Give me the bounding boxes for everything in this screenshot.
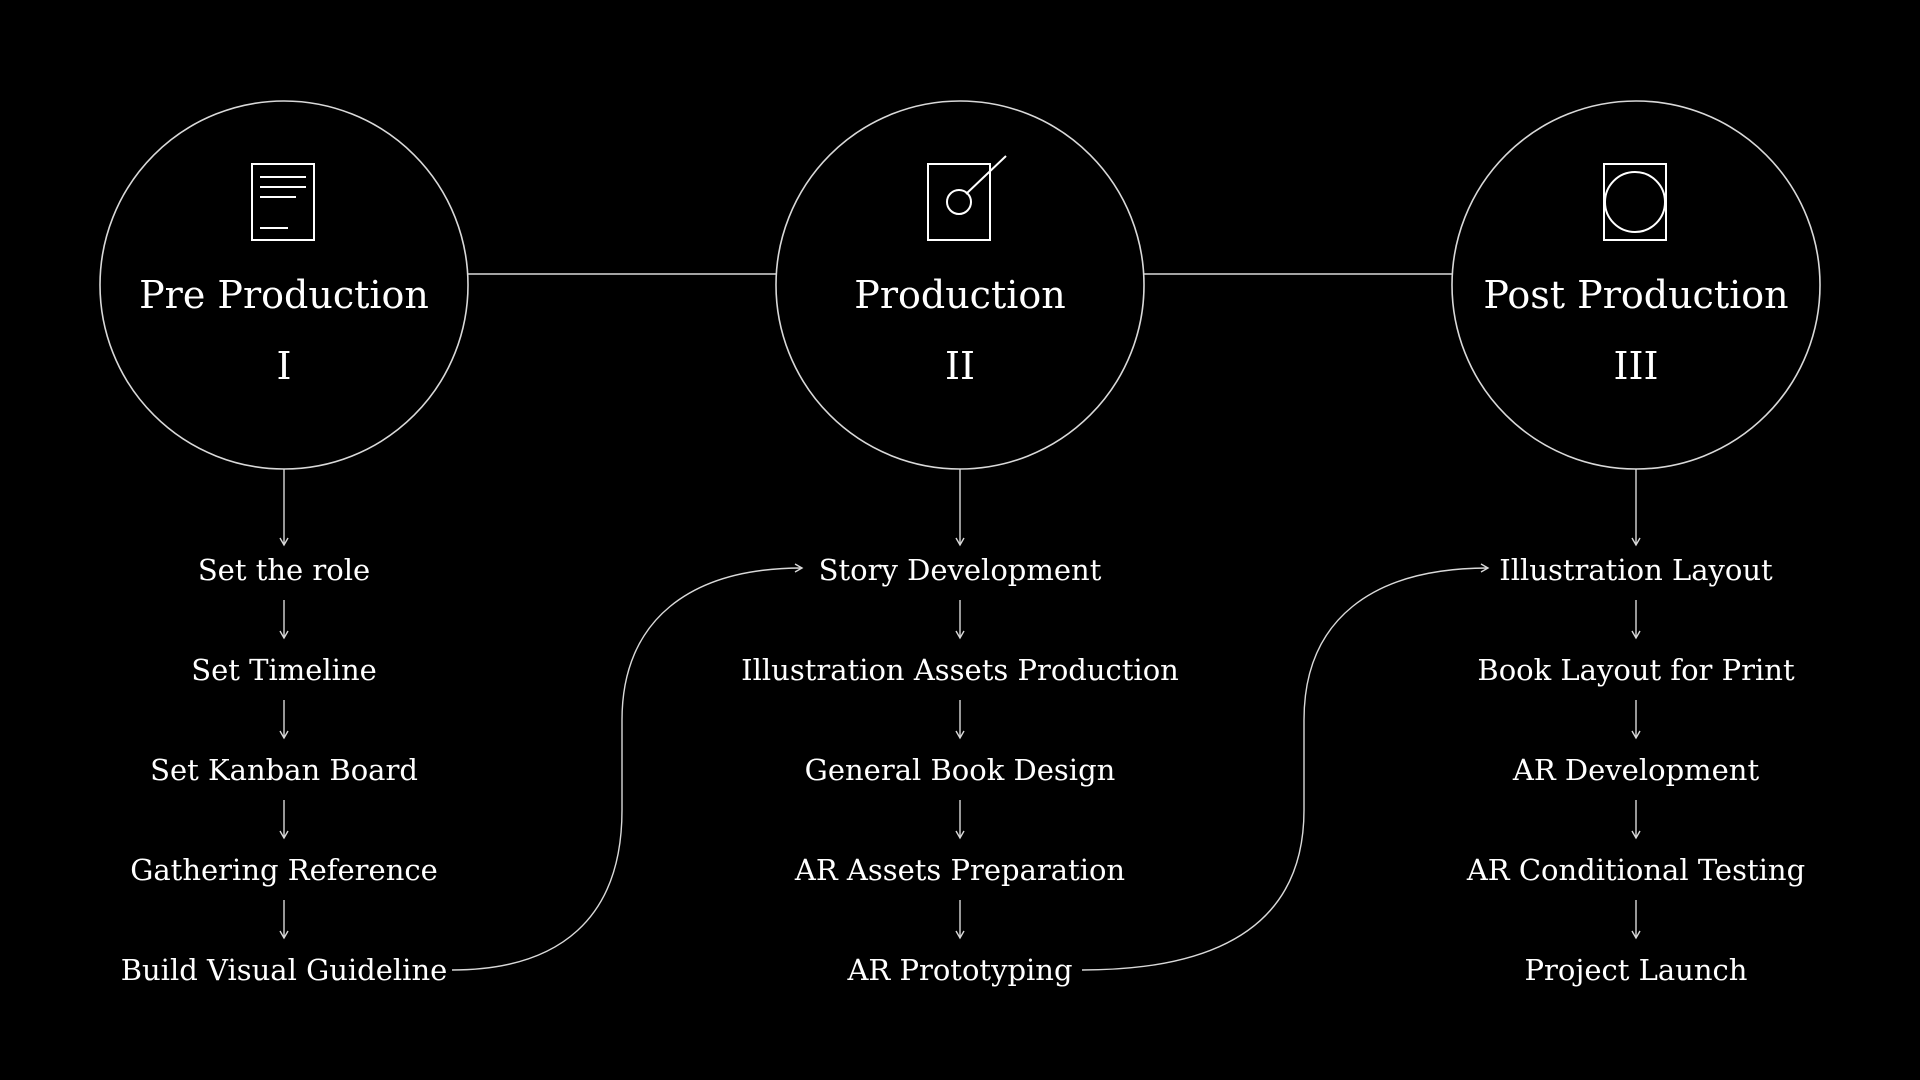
step-ar-development: AR Development [1512, 753, 1760, 787]
step-illustration-assets-production: Illustration Assets Production [741, 653, 1179, 687]
step-general-book-design: General Book Design [804, 753, 1116, 787]
step-project-launch: Project Launch [1524, 953, 1748, 987]
drawing-pen-icon [927, 155, 1007, 241]
document-icon [251, 163, 315, 241]
step-set-timeline: Set Timeline [191, 653, 377, 687]
phase-title-post-production: Post Production [1483, 273, 1789, 317]
phase-title-pre-production: Pre Production [139, 273, 429, 317]
step-illustration-layout: Illustration Layout [1499, 553, 1773, 587]
circle-frame-icon [1603, 163, 1667, 241]
phase-numeral-post-production: III [1613, 344, 1659, 388]
step-build-visual-guideline: Build Visual Guideline [120, 953, 448, 987]
step-ar-assets-preparation: AR Assets Preparation [794, 853, 1126, 887]
step-gathering-reference: Gathering Reference [130, 853, 438, 887]
curve-connector-pre-to-production [451, 563, 804, 971]
step-book-layout-for-print: Book Layout for Print [1477, 653, 1795, 687]
phase-numeral-production: II [944, 344, 976, 388]
step-ar-conditional-testing: AR Conditional Testing [1466, 853, 1806, 887]
step-story-development: Story Development [818, 553, 1102, 587]
step-ar-prototyping: AR Prototyping [847, 953, 1073, 987]
curve-connector-production-to-post [1081, 563, 1490, 971]
step-set-kanban-board: Set Kanban Board [150, 753, 418, 787]
phase-title-production: Production [854, 273, 1066, 317]
step-set-the-role: Set the role [197, 553, 371, 587]
phase-numeral-pre-production: I [276, 344, 292, 388]
